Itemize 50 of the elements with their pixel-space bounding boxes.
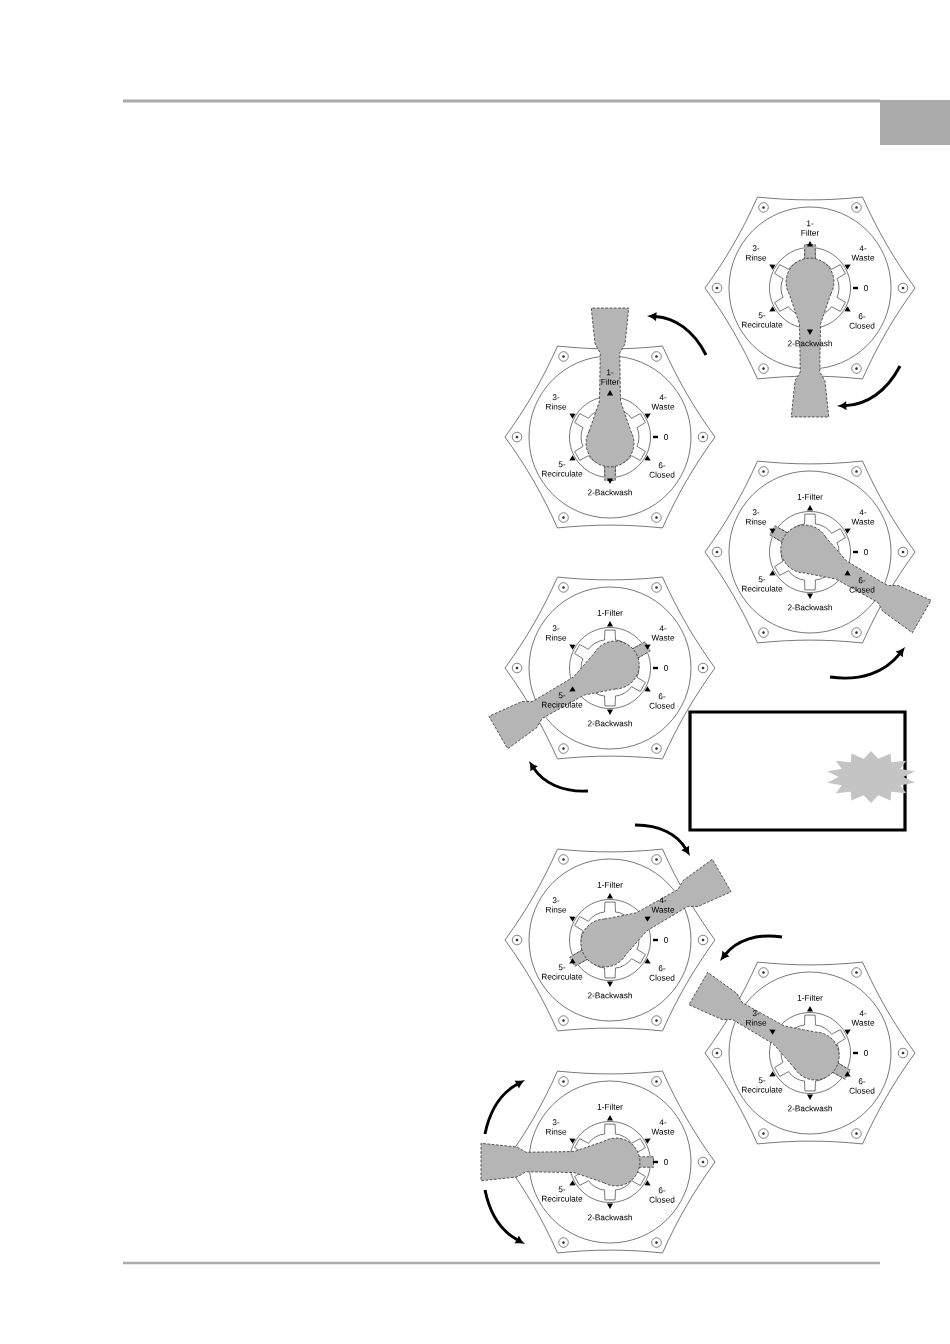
dial-label: 5- Recirculate [742, 312, 783, 328]
dial-label: 0 [664, 937, 668, 943]
dial-label: 4- Waste [651, 897, 675, 913]
dial-label: 4- Waste [851, 1010, 875, 1026]
dial-label: 5- Recirculate [742, 1077, 783, 1093]
dial-label: 1-Filter [797, 994, 823, 1001]
dial-label: 0 [664, 1159, 668, 1165]
dial-label: 3- Rinse [746, 509, 767, 525]
dial-label: 5- Recirculate [542, 1186, 583, 1202]
dial-label: 5- Recirculate [542, 964, 583, 980]
dial-label: 0 [864, 285, 868, 291]
dial-label: 4- Waste [651, 1119, 675, 1135]
dial-label: 1-Filter [597, 881, 623, 888]
dial-label: 4- Waste [651, 394, 675, 410]
dial-label: 1- Filter [801, 220, 820, 236]
dial-label: 6- Closed [849, 1078, 875, 1094]
dial-label: 6- Closed [649, 462, 675, 478]
dial-label: 1-Filter [597, 1103, 623, 1110]
dial-label: 1-Filter [797, 493, 823, 500]
dial-label: 4- Waste [651, 625, 675, 641]
dial-label: 2-Backwash [587, 1214, 632, 1221]
dial-label: 4- Waste [851, 509, 875, 525]
starburst [827, 751, 915, 803]
dial-label: 3- Rinse [746, 1010, 767, 1026]
dial-label: 4- Waste [851, 245, 875, 261]
dial-label: 5- Recirculate [742, 576, 783, 592]
dial-label: 3- Rinse [546, 394, 567, 410]
dial-label: 3- Rinse [546, 897, 567, 913]
dial-label: 1-Filter [597, 609, 623, 616]
dial-label: 0 [664, 434, 668, 440]
dial-label: 2-Backwash [587, 720, 632, 727]
dial-label: 5- Recirculate [542, 461, 583, 477]
dial-label: 1- Filter [601, 369, 620, 385]
dial-label: 0 [864, 1050, 868, 1056]
dial-label: 6- Closed [649, 965, 675, 981]
dial-label: 5- Recirculate [542, 692, 583, 708]
dial-label: 6- Closed [849, 577, 875, 593]
dial-label: 2-Backwash [787, 340, 832, 347]
dial-label: 2-Backwash [787, 604, 832, 611]
dial-label: 6- Closed [849, 313, 875, 329]
dial-label: 3- Rinse [546, 625, 567, 641]
dial-label: 3- Rinse [546, 1119, 567, 1135]
dial-label: 0 [664, 665, 668, 671]
dial-label: 2-Backwash [587, 992, 632, 999]
dial-label: 0 [864, 549, 868, 555]
dial-label: 6- Closed [649, 1187, 675, 1203]
dial-label: 2-Backwash [787, 1105, 832, 1112]
dial-label: 6- Closed [649, 693, 675, 709]
dial-label: 3- Rinse [746, 245, 767, 261]
dial-label: 2-Backwash [587, 489, 632, 496]
